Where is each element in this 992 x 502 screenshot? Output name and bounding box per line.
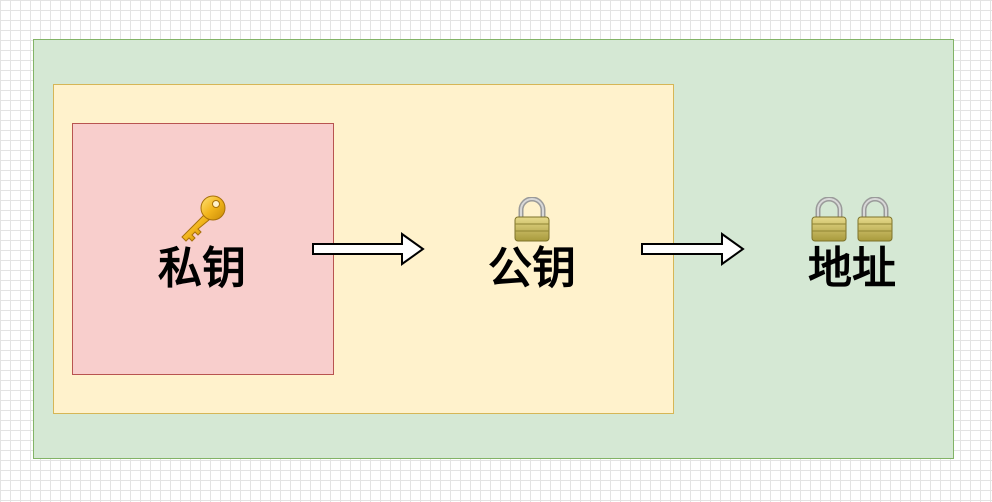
- private-key-container: [72, 123, 334, 375]
- arrow-public-to-address: [641, 232, 745, 266]
- address-node: 地址: [782, 195, 922, 297]
- public-key-label: 公钥: [488, 243, 576, 294]
- private-key-label: 私钥: [158, 243, 246, 294]
- address-label: 地址: [808, 243, 896, 294]
- lock-icon: [514, 197, 550, 242]
- lock-icon: [811, 197, 847, 242]
- public-key-node: 公钥: [472, 195, 592, 297]
- lock-icon: [857, 197, 893, 242]
- private-key-node: 私钥: [142, 195, 262, 297]
- key-icon: [181, 195, 226, 242]
- arrow-private-to-public: [312, 232, 425, 266]
